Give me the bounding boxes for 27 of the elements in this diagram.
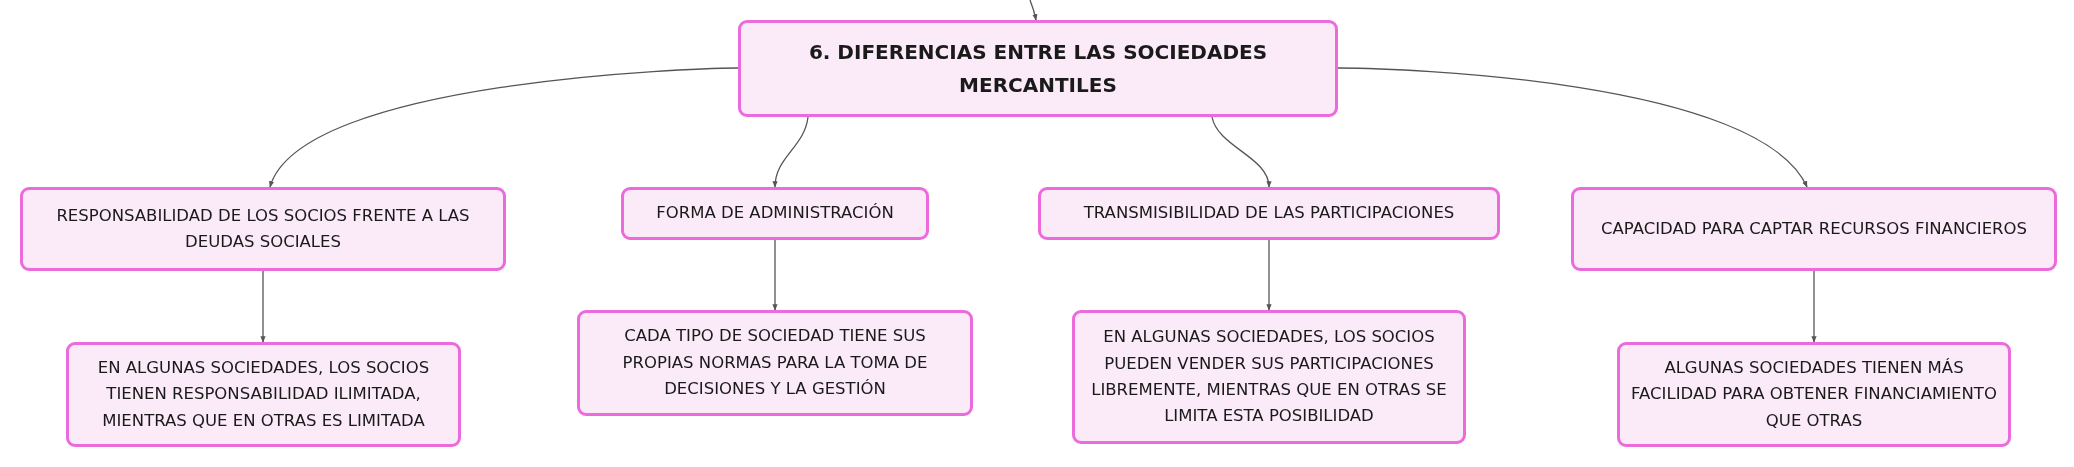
topic-text: RESPONSABILIDAD DE LOS SOCIOS FRENTE A LAS DEUDAS SOCIALES — [55, 204, 471, 253]
connector-arrow — [1029, 0, 1038, 21]
topic-box — [66, 342, 461, 447]
topic-text: CAPACIDAD PARA CAPTAR RECURSOS FINANCIEROS — [1601, 217, 2027, 240]
topic-text: EN ALGUNAS SOCIEDADES, LOS SOCIOS TIENEN RESPONSABILIDAD ILIMITADA, MIENTRAS QUE EN OTRAS ES LIMITADA — [96, 356, 431, 432]
connector-arrow — [1337, 67, 1808, 188]
central-topic-box — [738, 20, 1338, 117]
topic-box — [1571, 187, 2057, 271]
topic-text: EN ALGUNAS SOCIEDADES, LOS SOCIOS PUEDEN VENDER SUS PARTICIPACIONES LIBREMENTE, MIENTRAS QUE EN OTRAS SE LIMITA ESTA POSIBILIDAD — [1090, 326, 1448, 428]
topic-box — [20, 187, 506, 271]
connector-arrow — [260, 270, 266, 343]
connector-arrow — [269, 67, 739, 188]
connector-arrow — [1266, 239, 1272, 311]
topic-text: ALGUNAS SOCIEDADES TIENEN MÁS FACILIDAD PARA OBTENER FINANCIAMIENTO QUE OTRAS — [1630, 356, 1998, 432]
topic-box — [1617, 342, 2011, 447]
topic-box — [1072, 310, 1466, 444]
topic-text: FORMA DE ADMINISTRACIÓN — [656, 202, 894, 225]
topic-text: CADA TIPO DE SOCIEDAD TIENE SUS PROPIAS NORMAS PARA LA TOMA DE DECISIONES Y LA GESTIÓN — [621, 325, 929, 401]
connector-arrow — [1811, 270, 1817, 343]
topic-text: 6. DIFERENCIAS ENTRE LAS SOCIEDADES MERCANTILES — [807, 38, 1269, 99]
connector-arrow — [772, 239, 778, 311]
connector-arrow — [1211, 116, 1271, 188]
connector-arrow — [772, 116, 809, 188]
topic-box — [1038, 187, 1500, 240]
topic-box — [577, 310, 973, 416]
topic-box — [621, 187, 929, 240]
topic-text: TRANSMISIBILIDAD DE LAS PARTICIPACIONES — [1083, 202, 1455, 225]
